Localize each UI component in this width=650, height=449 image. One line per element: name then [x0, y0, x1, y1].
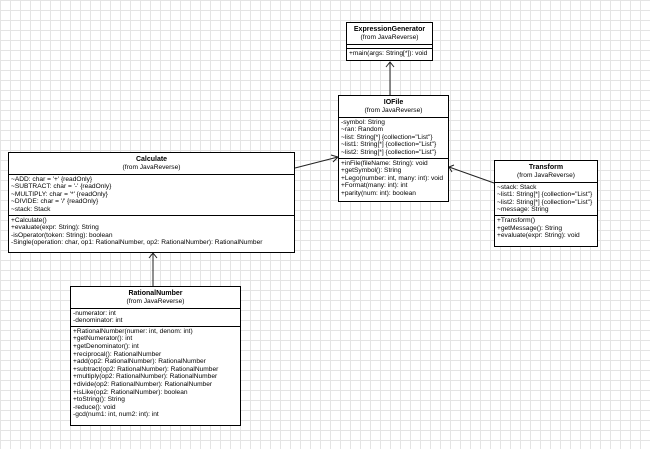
attribute: ~list: String[*] {collection="List"}	[341, 133, 433, 141]
operation: +RationalNumber(numer: int, denom: int)	[73, 327, 193, 335]
operations-section: +main(args: String[*]): void	[347, 47, 432, 59]
class-header: ExpressionGenerator (from JavaReverse)	[347, 23, 432, 45]
class-name: RationalNumber	[128, 290, 183, 297]
attributes-section: -symbol: String ~ran: Random ~list: Stri…	[339, 118, 448, 158]
attribute: ~SUBTRACT: char = '-' {readOnly}	[11, 183, 112, 191]
operation: +evaluate(expr: String): void	[497, 232, 580, 240]
attribute: ~ADD: char = '+' {readOnly}	[11, 175, 93, 183]
attribute: ~list2: String[*] {collection="List"}	[497, 198, 593, 206]
attributes-section: -numerator: int -denominator: int	[71, 309, 240, 326]
attribute: ~stack: Stack	[11, 205, 51, 213]
class-package: (from JavaReverse)	[364, 107, 423, 114]
transform-to-iofile-arrowhead	[448, 164, 455, 173]
operation: +inFile(fileName: String): void	[341, 159, 428, 167]
operation: -Single(operation: char, op1: RationalNu…	[11, 239, 263, 247]
class-rational-number[interactable]: RationalNumber (from JavaReverse) -numer…	[70, 286, 241, 426]
class-header: Transform (from JavaReverse)	[495, 161, 597, 183]
attributes-section: ~stack: Stack ~list1: String[*] {collect…	[495, 183, 597, 215]
attribute: ~ran: Random	[341, 126, 383, 134]
operation: +getSymbol(): String	[341, 167, 402, 175]
class-calculate[interactable]: Calculate (from JavaReverse) ~ADD: char …	[8, 152, 295, 253]
operation: +Calculate()	[11, 216, 47, 224]
attribute: ~stack: Stack	[497, 183, 537, 191]
operation: +getNumerator(): int	[73, 335, 133, 343]
operation: +subtract(op2: RationalNumber): Rational…	[73, 365, 219, 373]
operation: +reciprocal(): RationalNumber	[73, 350, 162, 358]
operation: -reduce(): void	[73, 403, 116, 411]
operation: +isLike(op2: RationalNumber): boolean	[73, 388, 188, 396]
operations-section: +inFile(fileName: String): void +getSymb…	[339, 157, 448, 199]
operation: +getMessage(): String	[497, 224, 563, 232]
attribute: -denominator: int	[73, 317, 123, 325]
operation: -gcd(num1: int, num2: int): int	[73, 411, 159, 419]
class-expression-generator[interactable]: ExpressionGenerator (from JavaReverse) +…	[346, 22, 433, 61]
class-header: Calculate (from JavaReverse)	[9, 153, 294, 175]
operation: +Transform()	[497, 216, 536, 224]
class-header: RationalNumber (from JavaReverse)	[71, 287, 240, 309]
class-header: IOFile (from JavaReverse)	[339, 96, 448, 118]
attribute: ~list1: String[*] {collection="List"}	[497, 191, 593, 199]
attributes-section: ~ADD: char = '+' {readOnly} ~SUBTRACT: c…	[9, 175, 294, 215]
attribute: -symbol: String	[341, 118, 385, 126]
operations-section: +Transform() +getMessage(): String +eval…	[495, 214, 597, 241]
attribute: ~list1: String[*] {collection="List"}	[341, 141, 437, 149]
operation: +getDenominator(): int	[73, 342, 139, 350]
transform-to-iofile-line	[448, 166, 495, 184]
class-transform[interactable]: Transform (from JavaReverse) ~stack: Sta…	[494, 160, 598, 247]
attribute: ~MULTIPLY: char = '*' {readOnly}	[11, 190, 108, 198]
operation: +evaluate(expr: String): String	[11, 224, 99, 232]
rationalnumber-to-calculate-arrowhead	[148, 252, 158, 259]
class-package: (from JavaReverse)	[517, 172, 575, 179]
attribute: ~list2: String[*] {collection="List"}	[341, 148, 437, 156]
class-package: (from JavaReverse)	[360, 34, 419, 41]
operation: +add(op2: RationalNumber): RationalNumbe…	[73, 358, 206, 366]
operation: +main(args: String[*]): void	[349, 49, 428, 57]
operation: +parity(num: int): boolean	[341, 189, 416, 197]
operation: +Lego(number: int, many: int): void	[341, 174, 444, 182]
operation: +toString(): String	[73, 396, 125, 404]
calculate-to-iofile-line	[294, 156, 339, 169]
operation: -isOperator(token: String): boolean	[11, 231, 113, 239]
class-name: ExpressionGenerator	[353, 26, 426, 33]
attribute: ~DIVIDE: char = '/' {readOnly}	[11, 198, 99, 206]
operation: +divide(op2: RationalNumber): RationalNu…	[73, 380, 213, 388]
class-name: Transform	[528, 164, 564, 171]
attribute: ~message: String	[497, 206, 549, 214]
operations-section: +Calculate() +evaluate(expr: String): St…	[9, 214, 294, 248]
operation: +Format(many: int): int	[341, 182, 408, 190]
class-package: (from JavaReverse)	[126, 298, 185, 305]
operation: +multiply(op2: RationalNumber): Rational…	[73, 373, 218, 381]
class-iofile[interactable]: IOFile (from JavaReverse) -symbol: Strin…	[338, 95, 449, 202]
class-package: (from JavaReverse)	[122, 164, 181, 171]
operations-section: +RationalNumber(numer: int, denom: int) …	[71, 325, 240, 420]
class-name: Calculate	[135, 156, 168, 163]
iofile-to-expressiongenerator-arrowhead	[385, 61, 395, 68]
class-name: IOFile	[383, 99, 404, 106]
attribute: -numerator: int	[73, 309, 116, 317]
